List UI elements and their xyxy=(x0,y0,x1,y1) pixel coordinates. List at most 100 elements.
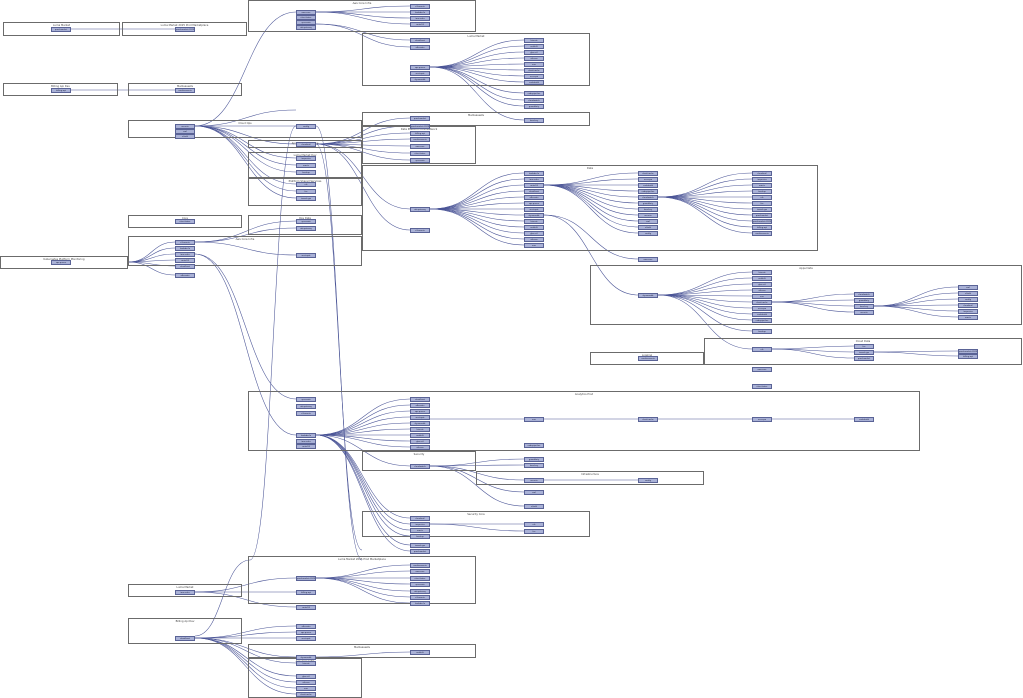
graph-node[interactable]: ecr-repo xyxy=(752,306,772,311)
graph-node[interactable]: kms-key xyxy=(524,118,544,123)
graph-node[interactable]: backup xyxy=(296,170,316,175)
graph-node[interactable]: athena xyxy=(296,680,316,685)
graph-node[interactable]: fsx xyxy=(524,529,544,534)
graph-node[interactable]: iam-roles xyxy=(410,16,430,21)
graph-node[interactable]: fsx xyxy=(752,201,772,206)
graph-node[interactable]: aws-core xyxy=(638,257,658,262)
graph-node[interactable]: backup xyxy=(410,534,430,539)
graph-node[interactable]: sqs-queue xyxy=(524,201,544,206)
graph-node[interactable]: dynamodb xyxy=(410,77,430,82)
graph-node[interactable]: prod-market-2025 xyxy=(752,219,772,224)
graph-node[interactable]: codepipeline xyxy=(524,443,544,448)
graph-node[interactable]: s3-assets xyxy=(410,595,430,600)
graph-node[interactable]: cloudwatch xyxy=(854,292,874,297)
graph-node[interactable]: sns-topic xyxy=(296,253,316,258)
graph-node[interactable]: vpc-main xyxy=(410,158,430,163)
graph-node[interactable]: guardduty xyxy=(524,104,544,109)
graph-node[interactable]: vpc-main xyxy=(296,397,316,402)
graph-node[interactable]: billing-api xyxy=(410,131,430,136)
graph-node[interactable]: cloudwatch xyxy=(410,464,430,469)
graph-node[interactable]: redshift xyxy=(752,276,772,281)
graph-node[interactable]: kinesis xyxy=(296,661,316,666)
graph-node[interactable]: eks-cluster xyxy=(410,151,430,156)
graph-node[interactable]: media-assets xyxy=(752,231,772,236)
graph-node[interactable]: eks-cluster xyxy=(410,576,430,581)
graph-node[interactable]: glue-etl xyxy=(524,231,544,236)
graph-node[interactable]: ecr-repo xyxy=(638,177,658,182)
graph-node[interactable]: rds-primary xyxy=(296,226,316,231)
graph-node[interactable]: dynamodb xyxy=(524,213,544,218)
graph-node[interactable]: billing-api xyxy=(51,88,71,93)
graph-node[interactable]: emr xyxy=(752,294,772,299)
graph-node[interactable]: guardduty xyxy=(854,298,874,303)
graph-node[interactable]: kms-key xyxy=(638,207,658,212)
graph-node[interactable]: config xyxy=(638,478,658,483)
graph-node[interactable]: shield xyxy=(175,134,195,139)
graph-node[interactable]: athena xyxy=(524,237,544,242)
graph-node[interactable]: lambda-fn xyxy=(524,171,544,176)
graph-node[interactable]: cloudwatch xyxy=(638,195,658,200)
graph-node[interactable]: efs xyxy=(752,347,772,352)
graph-node[interactable]: eks-cluster xyxy=(296,15,316,20)
graph-node[interactable]: ecr-repo xyxy=(524,74,544,79)
graph-node[interactable]: glue-etl xyxy=(410,439,430,444)
graph-node[interactable]: rds-primary xyxy=(296,25,316,30)
graph-node[interactable]: glue-etl xyxy=(296,674,316,679)
graph-node[interactable]: alb-main xyxy=(175,273,195,278)
graph-node[interactable]: sqs-queue xyxy=(410,65,430,70)
graph-node[interactable]: alb-main xyxy=(410,45,430,50)
graph-node[interactable]: aws-core xyxy=(296,10,316,15)
graph-node[interactable]: transit-gw xyxy=(752,207,772,212)
graph-node[interactable]: cloudtrail xyxy=(958,303,978,308)
graph-node[interactable]: codebuild xyxy=(524,80,544,85)
graph-node[interactable]: secrets xyxy=(524,478,544,483)
graph-node[interactable]: codepipeline xyxy=(752,318,772,323)
graph-node[interactable]: macie xyxy=(958,315,978,320)
graph-node[interactable]: cloudfront xyxy=(524,189,544,194)
graph-node[interactable]: macie xyxy=(410,528,430,533)
graph-node[interactable]: elasticache xyxy=(752,300,772,305)
graph-node[interactable]: transit-gw xyxy=(854,350,874,355)
graph-node[interactable]: secrets xyxy=(638,213,658,218)
graph-node[interactable]: billing-api xyxy=(752,225,772,230)
graph-node[interactable]: efs xyxy=(524,522,544,527)
graph-node[interactable]: elasticache xyxy=(638,417,658,422)
graph-node[interactable]: dynamodb xyxy=(410,421,430,426)
graph-node[interactable]: prod-market xyxy=(410,549,430,554)
graph-node[interactable]: vpc-main xyxy=(296,219,316,224)
graph-node[interactable]: efs xyxy=(752,195,772,200)
graph-node[interactable]: shield xyxy=(638,225,658,230)
graph-node[interactable]: alb-main xyxy=(524,195,544,200)
graph-node[interactable]: transit-gw xyxy=(410,543,430,548)
graph-node[interactable]: sqs-queue xyxy=(296,630,316,635)
graph-node[interactable]: media-assets xyxy=(175,88,195,93)
graph-node[interactable]: config xyxy=(958,297,978,302)
graph-node[interactable]: athena xyxy=(410,445,430,450)
graph-node[interactable]: eks-cluster xyxy=(752,384,772,389)
graph-node[interactable]: kms-key xyxy=(854,304,874,309)
graph-node[interactable]: billing-api xyxy=(296,590,316,595)
graph-node[interactable]: codepipeline xyxy=(638,189,658,194)
graph-node[interactable]: codebuild xyxy=(752,312,772,317)
graph-node[interactable]: cloudfront xyxy=(410,397,430,402)
graph-node[interactable]: route53 xyxy=(296,605,316,610)
graph-node[interactable]: elasticache xyxy=(296,692,316,697)
graph-node[interactable]: sqs-queue xyxy=(410,409,430,414)
graph-node[interactable]: codepipeline xyxy=(524,91,544,96)
graph-node[interactable]: lambda-fn xyxy=(175,246,195,251)
graph-node[interactable]: redshift xyxy=(410,650,430,655)
graph-node[interactable]: cloudtrail xyxy=(296,142,316,147)
graph-node[interactable]: lambda-fn xyxy=(296,433,316,438)
graph-node[interactable]: kinesis xyxy=(524,219,544,224)
graph-node[interactable]: codebuild xyxy=(638,183,658,188)
graph-node[interactable]: redshift xyxy=(524,44,544,49)
graph-node[interactable]: shield xyxy=(958,291,978,296)
graph-node[interactable]: media-assets xyxy=(410,137,430,142)
graph-node[interactable]: prod-market xyxy=(854,356,874,361)
graph-node[interactable]: billing-api xyxy=(958,354,978,359)
graph-node[interactable]: route53 xyxy=(524,183,544,188)
graph-node[interactable]: sns-topic xyxy=(524,207,544,212)
graph-node[interactable]: config xyxy=(638,231,658,236)
graph-node[interactable]: waf xyxy=(175,129,195,134)
graph-node[interactable]: cloudtrail xyxy=(410,516,430,521)
